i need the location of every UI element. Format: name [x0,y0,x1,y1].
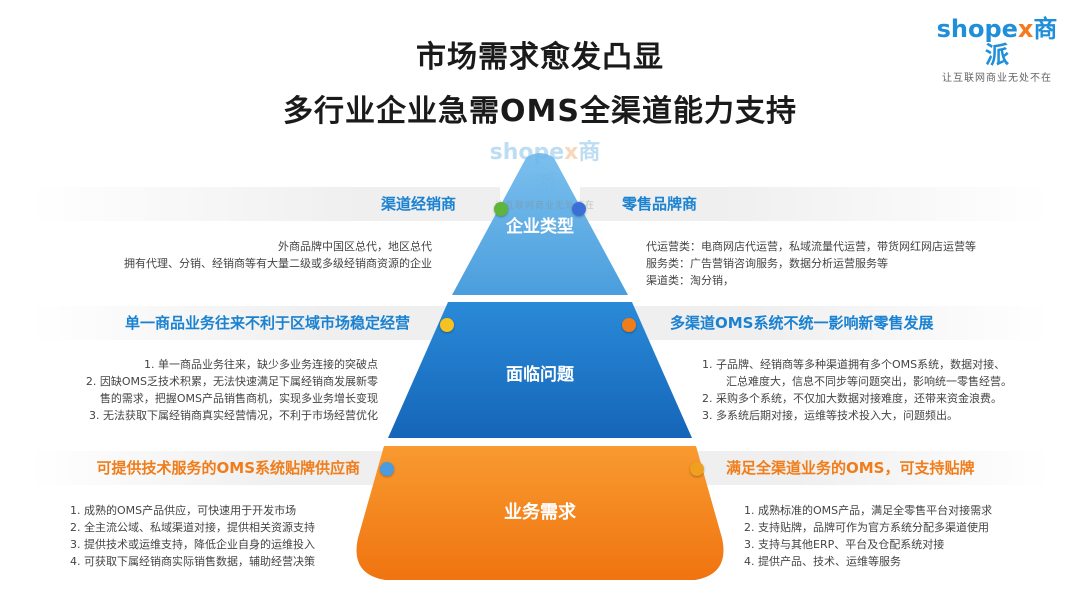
band-tier2-left [30,306,450,340]
list-item: 2. 因缺OMS乏技术积累，无法快速满足下属经销商发展新零 [85,375,378,388]
tier2-right-list: 1. 子品牌、经销商等多种渠道拥有多个OMS系统，数据对接、 汇总难度大，信息不… [702,356,1042,424]
band-tier2-right [630,306,1050,340]
pyramid-top-label: 企业类型 [506,217,574,237]
pyramid-diagram [356,153,724,580]
list-item: 3. 提供技术或运维支持，降低企业自身的运维投入 [70,538,315,551]
tier2-left-list: 1. 单一商品业务往来，缺少多业务连接的突破点 2. 因缺OMS乏技术积累，无法… [48,356,378,424]
title-line-2: 多行业企业急需OMS全渠道能力支持 [283,94,797,129]
shopex-watermark: shopex商派 让互联网商业无处不在 [489,140,601,211]
pyramid-middle-tier [388,302,692,438]
list-item: 2. 支持贴牌，品牌可作为官方系统分配多渠道使用 [744,521,989,534]
list-item: 汇总难度大，信息不同步等问题突出，影响统一零售经营。 [726,375,1012,388]
tier1-left-heading: 渠道经销商 [380,195,456,213]
shopex-logo: shopex商派 让互联网商业无处不在 [932,16,1062,84]
list-item: 拥有代理、分销、经销商等有大量二级或多级经销商资源的企业 [124,257,432,270]
list-item: 4. 提供产品、技术、运维等服务 [744,555,901,568]
dot-gold [690,462,704,476]
tier2-right-heading: 多渠道OMS系统不统一影响新零售发展 [670,314,934,332]
logo-slogan: 让互联网商业无处不在 [942,73,1052,84]
dot-blue [572,202,586,216]
list-item: 外商品牌中国区总代，地区总代 [278,240,432,253]
list-item: 代运营类：电商网店代运营，私域流量代运营，带货网红网店运营等 [646,240,976,253]
list-item: 售的需求，把握OMS产品销售商机，实现多业务增长变现 [99,392,378,405]
pyramid-middle-label: 面临问题 [506,365,574,385]
band-tier3-right [690,451,1050,485]
list-item: 渠道类：淘分销， [646,274,734,287]
pyramid-top-tier [452,153,628,295]
dot-green [494,202,508,216]
list-item: 服务类：广告营销咨询服务，数据分析运营服务等 [646,257,888,270]
tier2-left-heading: 单一商品业务往来不利于区域市场稳定经营 [124,314,410,332]
list-item: 3. 多系统后期对接，运维等技术投入大，问题频出。 [702,409,958,422]
list-item: 3. 无法获取下属经销商真实经营情况，不利于市场经营优化 [89,409,378,422]
tier3-right-heading: 满足全渠道业务的OMS，可支持贴牌 [726,459,975,477]
tier3-left-list: 1. 成熟的OMS产品供应，可快速用于开发市场 2. 全主流公域、私域渠道对接，… [70,502,360,570]
dot-orange [622,318,636,332]
tier3-left-heading: 可提供技术服务的OMS系统贴牌供应商 [96,459,360,477]
pyramid-bottom-label: 业务需求 [504,502,576,523]
list-item: 1. 成熟标准的OMS产品，满足全零售平台对接需求 [744,504,993,517]
list-item: 3. 支持与其他ERP、平台及仓配系统对接 [744,538,945,551]
band-tier3-left [30,451,390,485]
band-tier1-right [580,187,1050,221]
dot-lightblue [380,462,394,476]
list-item: 2. 全主流公域、私域渠道对接，提供相关资源支持 [70,521,315,534]
list-item: 1. 子品牌、经销商等多种渠道拥有多个OMS系统，数据对接、 [702,358,1006,371]
tier1-right-heading: 零售品牌商 [622,195,698,213]
tier3-right-list: 1. 成熟标准的OMS产品，满足全零售平台对接需求 2. 支持贴牌，品牌可作为官… [744,502,1044,570]
tier1-right-list: 代运营类：电商网店代运营，私域流量代运营，带货网红网店运营等 服务类：广告营销咨… [646,238,1026,289]
tier1-left-list: 外商品牌中国区总代，地区总代 拥有代理、分销、经销商等有大量二级或多级经销商资源… [60,238,432,272]
list-item: 2. 采购多个系统，不仅加大数据对接难度，还带来资金浪费。 [702,392,1002,405]
pyramid-bottom-tier [356,446,724,580]
list-item: 1. 单一商品业务往来，缺少多业务连接的突破点 [144,358,378,371]
list-item: 1. 成熟的OMS产品供应，可快速用于开发市场 [70,504,297,517]
title-line-1: 市场需求愈发凸显 [416,40,664,75]
dot-yellow [440,318,454,332]
band-tier1-left [30,187,500,221]
list-item: 4. 可获取下属经销商实际销售数据，辅助经营决策 [70,555,315,568]
